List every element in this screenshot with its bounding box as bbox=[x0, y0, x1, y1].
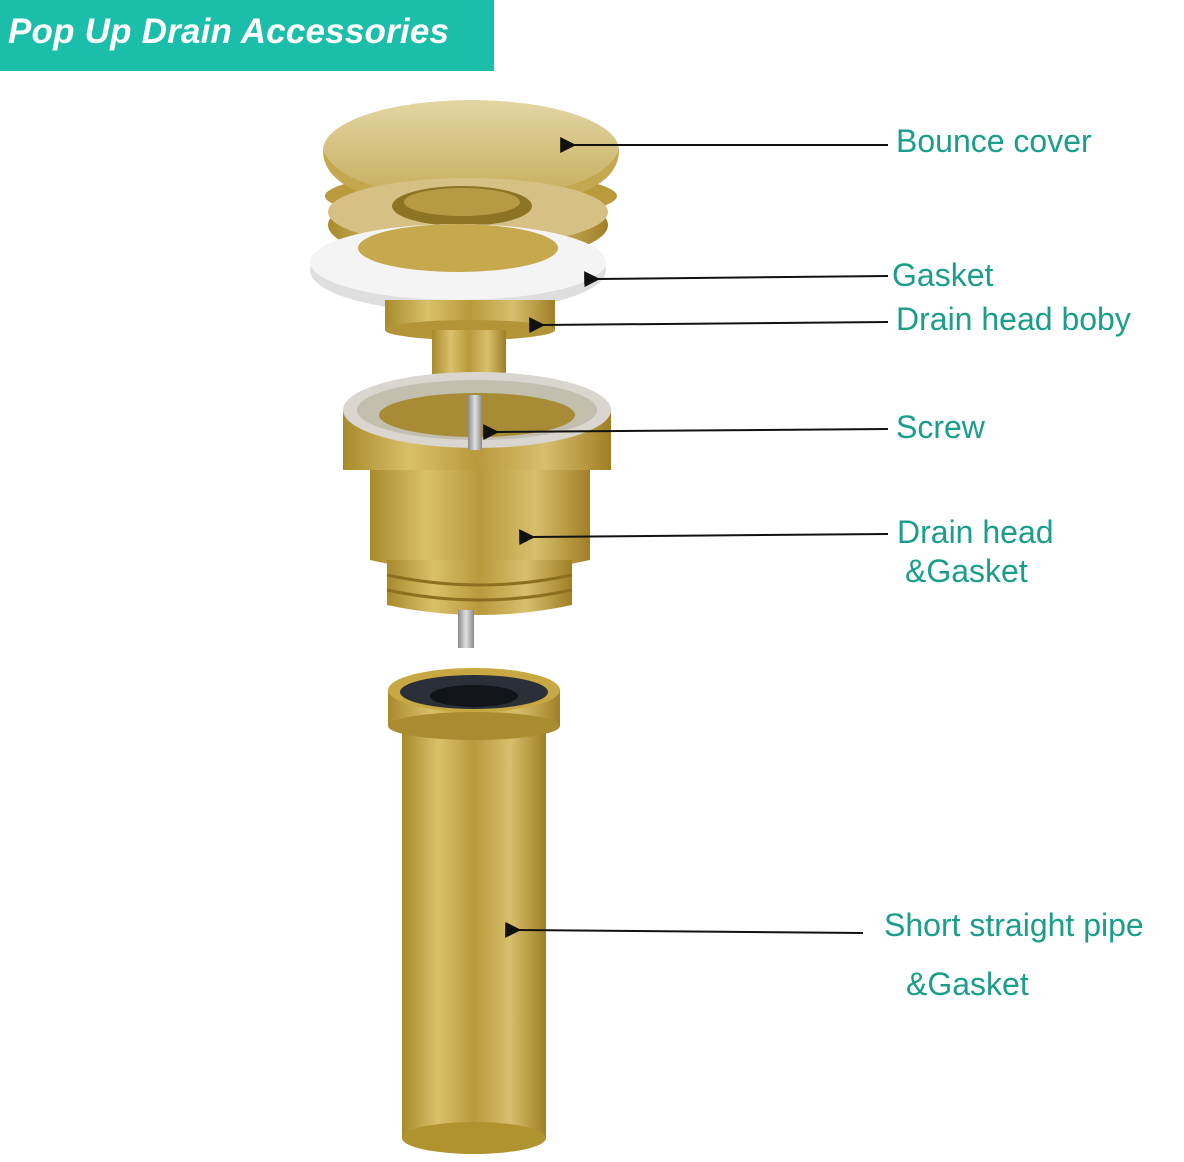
label-screw: Screw bbox=[896, 409, 985, 445]
label-short-pipe-gasket: &Gasket bbox=[906, 966, 1029, 1002]
label-bounce-cover: Bounce cover bbox=[896, 123, 1092, 159]
drain-head-body-part bbox=[385, 300, 555, 408]
short-pipe-part bbox=[388, 668, 560, 1154]
label-drain-head-body: Drain head boby bbox=[896, 301, 1131, 337]
page-title: Pop Up Drain Accessories bbox=[8, 12, 450, 51]
gasket-part bbox=[310, 224, 606, 312]
label-drain-head: Drain head bbox=[897, 514, 1054, 550]
label-drain-head-gasket: &Gasket bbox=[905, 553, 1028, 589]
drain-head-part bbox=[343, 372, 611, 648]
label-short-pipe: Short straight pipe bbox=[884, 907, 1144, 943]
label-gasket: Gasket bbox=[892, 257, 994, 293]
leader-lines bbox=[483, 137, 889, 938]
title-banner: Pop Up Drain Accessories bbox=[0, 0, 494, 71]
